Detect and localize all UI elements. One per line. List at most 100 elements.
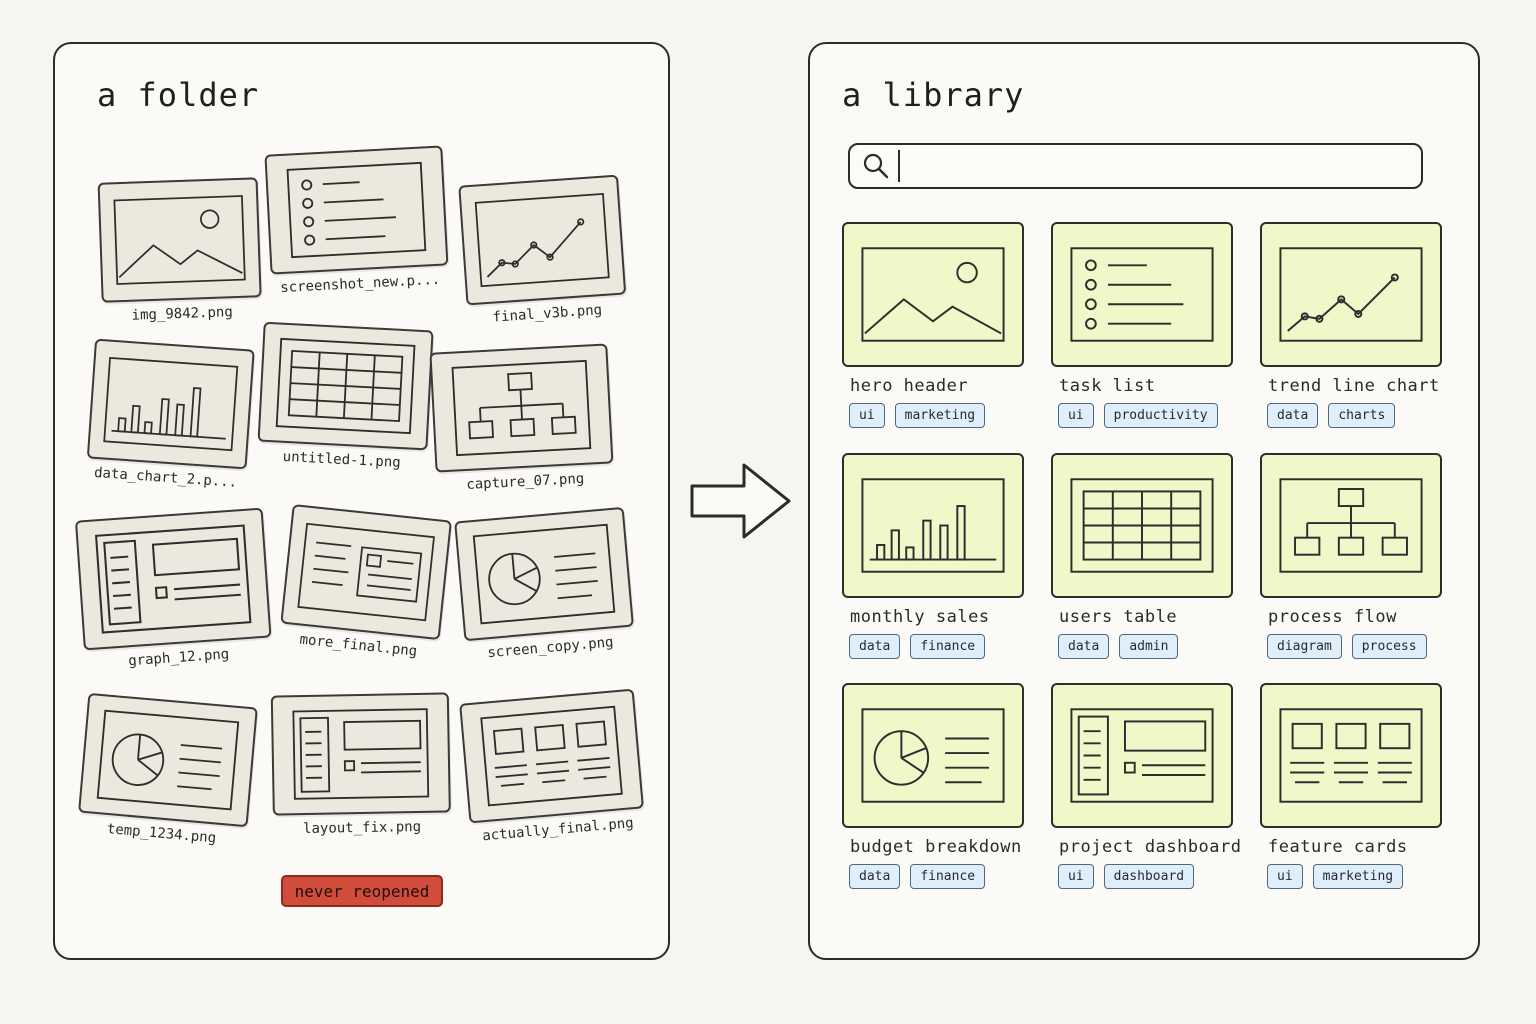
folder-file[interactable]: screenshot_new.p... xyxy=(264,145,449,296)
folder-file[interactable]: capture_07.png xyxy=(429,343,614,494)
file-thumbnail xyxy=(459,688,644,824)
image-icon xyxy=(861,247,1005,342)
tag[interactable]: ui xyxy=(1058,864,1094,889)
folder-file[interactable]: screen_copy.png xyxy=(454,506,636,663)
card-thumbnail xyxy=(842,222,1024,367)
card-thumbnail xyxy=(1260,453,1442,598)
tag[interactable]: dashboard xyxy=(1103,864,1195,889)
card-title: users table xyxy=(1059,607,1178,627)
file-name: img_9842.png xyxy=(131,304,234,324)
search-input[interactable] xyxy=(898,150,1408,182)
tag[interactable]: finance xyxy=(910,864,986,889)
card-thumbnail xyxy=(1051,222,1233,367)
library-card[interactable]: feature cards ui marketing xyxy=(1260,683,1442,889)
bar-chart-icon xyxy=(103,356,239,452)
tag[interactable]: data xyxy=(1058,634,1110,659)
right-arrow-icon xyxy=(690,463,791,539)
file-thumbnail xyxy=(280,504,452,641)
card-title: budget breakdown xyxy=(850,837,1022,857)
search-bar[interactable] xyxy=(848,143,1423,189)
library-card[interactable]: users table data admin xyxy=(1051,453,1233,659)
search-icon xyxy=(863,153,889,179)
file-name: capture_07.png xyxy=(465,470,585,493)
line-chart-icon xyxy=(474,192,610,288)
library-title: a library xyxy=(842,76,1025,114)
folder-file[interactable]: untitled-1.png xyxy=(256,321,434,473)
folder-file[interactable]: temp_1234.png xyxy=(76,692,258,849)
library-card[interactable]: project dashboard ui dashboard xyxy=(1051,683,1242,889)
library-card[interactable]: trend line chart data charts xyxy=(1260,222,1442,428)
folder-title: a folder xyxy=(97,76,260,114)
file-thumbnail xyxy=(429,343,614,473)
tag[interactable]: data xyxy=(1267,403,1319,428)
tag[interactable]: charts xyxy=(1328,403,1396,428)
file-name: screenshot_new.p... xyxy=(279,271,441,297)
file-thumbnail xyxy=(86,338,255,470)
card-title: project dashboard xyxy=(1059,837,1242,857)
folder-file[interactable]: graph_12.png xyxy=(74,507,273,673)
table-icon xyxy=(1070,478,1214,573)
dashboard-icon xyxy=(1070,708,1214,803)
file-thumbnail xyxy=(78,692,258,828)
tag[interactable]: admin xyxy=(1119,634,1179,659)
folder-file[interactable]: layout_fix.png xyxy=(270,692,451,838)
card-thumbnail xyxy=(1051,453,1233,598)
tag[interactable]: ui xyxy=(1058,403,1094,428)
tag[interactable]: ui xyxy=(849,403,885,428)
tag[interactable]: ui xyxy=(1267,864,1303,889)
folder-file[interactable]: data_chart_2.p... xyxy=(85,338,255,492)
document-layout-icon xyxy=(297,522,435,622)
file-name: untitled-1.png xyxy=(282,448,402,471)
library-card[interactable]: process flow diagram process xyxy=(1260,453,1442,659)
line-chart-icon xyxy=(1279,247,1423,342)
file-thumbnail xyxy=(97,177,262,303)
tag[interactable]: marketing xyxy=(894,403,986,428)
card-title: feature cards xyxy=(1268,837,1408,857)
folder-file[interactable]: img_9842.png xyxy=(97,177,263,324)
cards-icon xyxy=(480,705,623,807)
list-icon xyxy=(1070,247,1214,342)
pie-chart-icon xyxy=(861,708,1005,803)
card-thumbnail xyxy=(842,453,1024,598)
card-thumbnail xyxy=(842,683,1024,828)
file-thumbnail xyxy=(264,145,449,275)
tag[interactable]: finance xyxy=(910,634,986,659)
file-name: final_v3b.png xyxy=(492,302,603,326)
library-card[interactable]: monthly sales data finance xyxy=(842,453,1024,659)
never-reopened-badge: never reopened xyxy=(281,875,443,907)
card-title: hero header xyxy=(850,376,969,396)
tag[interactable]: data xyxy=(849,864,901,889)
card-title: process flow xyxy=(1268,607,1397,627)
dashboard-icon xyxy=(292,708,430,800)
tag[interactable]: productivity xyxy=(1103,403,1218,428)
card-title: monthly sales xyxy=(850,607,990,627)
file-name: layout_fix.png xyxy=(302,818,422,838)
file-thumbnail xyxy=(74,507,272,651)
tag[interactable]: process xyxy=(1351,634,1427,659)
table-icon xyxy=(275,337,416,435)
pie-chart-icon xyxy=(472,523,616,625)
flowchart-icon xyxy=(451,359,592,457)
folder-panel: a folder img_9842.png screenshot_new.p..… xyxy=(53,42,670,960)
tag[interactable]: diagram xyxy=(1267,634,1342,659)
dashboard-icon xyxy=(94,524,252,634)
pie-chart-icon xyxy=(96,709,240,811)
file-thumbnail xyxy=(458,174,627,306)
flowchart-icon xyxy=(1279,478,1423,573)
file-thumbnail xyxy=(257,321,434,451)
folder-file[interactable]: final_v3b.png xyxy=(458,174,628,328)
card-title: trend line chart xyxy=(1268,376,1440,396)
card-thumbnail xyxy=(1260,222,1442,367)
cards-icon xyxy=(1279,708,1423,803)
folder-file[interactable]: actually_final.png xyxy=(459,688,646,846)
folder-file[interactable]: more_final.png xyxy=(278,504,452,662)
tag[interactable]: marketing xyxy=(1312,864,1404,889)
tag[interactable]: data xyxy=(849,634,901,659)
file-thumbnail xyxy=(454,506,634,642)
file-name: data_chart_2.p... xyxy=(93,464,238,491)
file-thumbnail xyxy=(270,692,451,816)
library-card[interactable]: hero header ui marketing xyxy=(842,222,1024,428)
library-card[interactable]: budget breakdown data finance xyxy=(842,683,1024,889)
list-icon xyxy=(286,161,427,259)
